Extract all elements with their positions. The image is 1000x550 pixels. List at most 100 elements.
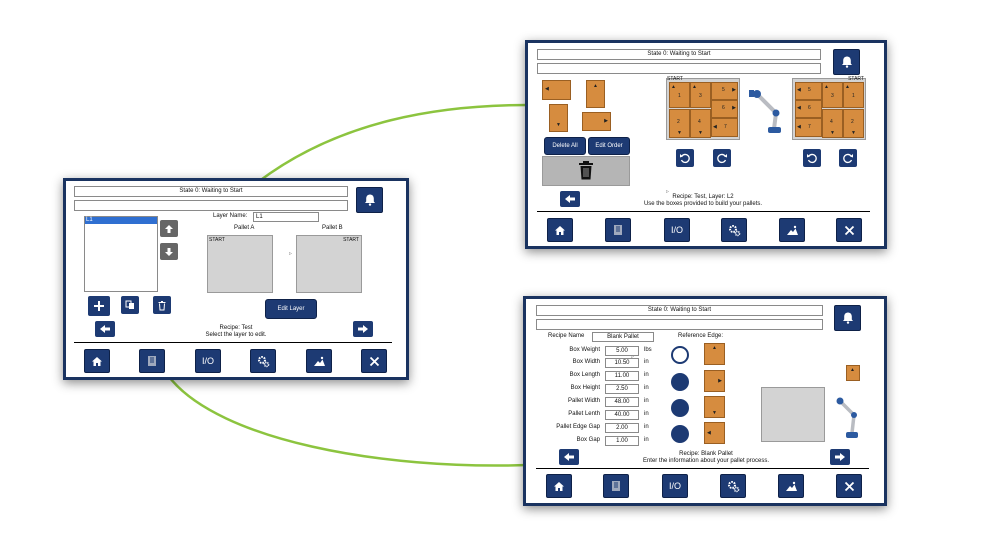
manual-button[interactable] bbox=[603, 474, 629, 498]
pallet-a-area[interactable]: START ▲1 ▲3 5▶ 6▶ 2▼ 4▼ ◀7 bbox=[666, 76, 740, 140]
manual-button[interactable] bbox=[605, 218, 631, 242]
settings-button[interactable] bbox=[720, 474, 746, 498]
field-unit: in bbox=[644, 411, 649, 417]
bell-icon bbox=[842, 312, 853, 324]
recipe-name-field[interactable]: Blank Pallet bbox=[592, 332, 654, 342]
pallet-box[interactable]: 6▶ bbox=[711, 100, 738, 118]
field-input[interactable]: 48.00 bbox=[605, 397, 639, 407]
pallet-box[interactable]: ◀5 bbox=[795, 82, 822, 100]
field-label: Pallet Lenth bbox=[568, 411, 600, 417]
copy-layer-button[interactable] bbox=[121, 296, 139, 314]
pallet-box[interactable]: 4▼ bbox=[690, 109, 711, 138]
reference-edge-radio-right[interactable] bbox=[671, 373, 689, 391]
pallet-box[interactable]: ◀6 bbox=[795, 100, 822, 118]
connector-to-bottom-panel bbox=[169, 377, 529, 467]
alarm-button[interactable] bbox=[356, 187, 383, 213]
close-button[interactable] bbox=[361, 349, 387, 373]
field-input[interactable]: 1.00 bbox=[605, 436, 639, 446]
pallet-b-label: Pallet B bbox=[322, 225, 343, 231]
pallet-b-area[interactable]: START bbox=[296, 235, 362, 293]
home-button[interactable] bbox=[547, 218, 573, 242]
cursor-mark: ▹ bbox=[631, 354, 635, 360]
pallet-box[interactable]: ◀7 bbox=[711, 118, 738, 137]
add-layer-button[interactable] bbox=[88, 296, 110, 316]
delete-layer-button[interactable] bbox=[153, 296, 171, 314]
nav-bar bbox=[536, 468, 869, 499]
pallet-box[interactable]: 5▶ bbox=[711, 82, 738, 100]
rotate-right-a-button[interactable] bbox=[713, 149, 731, 167]
move-up-button[interactable] bbox=[160, 220, 178, 237]
rotate-left-a-button[interactable] bbox=[676, 149, 694, 167]
pallet-box[interactable]: 2▼ bbox=[669, 109, 690, 138]
box-number: 5 bbox=[722, 87, 725, 93]
back-button[interactable] bbox=[95, 321, 115, 337]
gears-icon bbox=[257, 355, 269, 367]
message-bar bbox=[74, 200, 348, 211]
alarm-button[interactable] bbox=[833, 49, 860, 75]
layer-list-item[interactable]: L1 bbox=[85, 217, 157, 224]
pallet-box[interactable]: ▲3 bbox=[822, 82, 843, 108]
layer-name-field[interactable]: L1 bbox=[253, 212, 319, 222]
source-box[interactable]: ▲ bbox=[586, 80, 605, 108]
close-button[interactable] bbox=[836, 474, 862, 498]
arrow-left-icon bbox=[565, 195, 575, 203]
io-button[interactable]: I/O bbox=[195, 349, 221, 373]
edit-layer-button[interactable]: Edit Layer bbox=[265, 299, 317, 319]
user-button[interactable] bbox=[306, 349, 332, 373]
settings-button[interactable] bbox=[721, 218, 747, 242]
io-button[interactable]: I/O bbox=[664, 218, 690, 242]
reference-edge-box-right: ▶ bbox=[704, 370, 725, 392]
move-down-button[interactable] bbox=[160, 243, 178, 260]
recipe-setup-panel: State 0: Waiting to Start Recipe Name Bl… bbox=[523, 296, 887, 506]
field-input[interactable]: 40.00 bbox=[605, 410, 639, 420]
pallet-a-start-label: START bbox=[667, 76, 683, 82]
alarm-button[interactable] bbox=[834, 305, 861, 331]
robot-arm-icon bbox=[836, 397, 858, 438]
rotate-right-icon bbox=[717, 153, 727, 164]
field-input[interactable]: 2.50 bbox=[605, 384, 639, 394]
delete-all-button[interactable]: Delete All bbox=[544, 137, 586, 155]
back-button[interactable] bbox=[560, 191, 580, 207]
io-text: I/O bbox=[201, 356, 214, 366]
pallet-a-area[interactable]: START bbox=[207, 235, 273, 293]
user-button[interactable] bbox=[778, 474, 804, 498]
field-input[interactable]: 10.50 bbox=[605, 358, 639, 368]
source-box[interactable]: ◀ bbox=[542, 80, 571, 100]
source-box[interactable]: ▼ bbox=[549, 104, 568, 132]
pallet-box[interactable]: 2▼ bbox=[843, 109, 864, 138]
box-number: 6 bbox=[808, 105, 811, 111]
user-icon bbox=[313, 356, 325, 366]
pallet-box[interactable]: ▲1 bbox=[843, 82, 864, 108]
settings-button[interactable] bbox=[250, 349, 276, 373]
pallet-box[interactable]: ◀7 bbox=[795, 118, 822, 137]
box-arrow-mark: ▼ bbox=[830, 130, 835, 136]
user-button[interactable] bbox=[779, 218, 805, 242]
layer-list[interactable]: L1 bbox=[84, 216, 158, 292]
field-input[interactable]: 11.00 bbox=[605, 371, 639, 381]
next-button[interactable] bbox=[353, 321, 373, 337]
pallet-b-area[interactable]: START ◀5 ▲3 ▲1 ◀6 ◀7 4▼ 2▼ bbox=[792, 76, 866, 140]
reference-edge-radio-bottom[interactable] bbox=[671, 399, 689, 417]
reference-edge-label: Reference Edge: bbox=[678, 333, 724, 339]
pallet-box[interactable]: ▲3 bbox=[690, 82, 711, 108]
box-arrow-mark: ◀ bbox=[707, 430, 711, 436]
trash-drop-zone[interactable] bbox=[542, 156, 630, 186]
back-button[interactable] bbox=[559, 449, 579, 465]
field-input[interactable]: 5.00 bbox=[605, 346, 639, 356]
home-button[interactable] bbox=[84, 349, 110, 373]
rotate-left-b-button[interactable] bbox=[803, 149, 821, 167]
close-button[interactable] bbox=[836, 218, 862, 242]
next-button[interactable] bbox=[830, 449, 850, 465]
reference-edge-radio-top[interactable] bbox=[671, 346, 689, 364]
home-button[interactable] bbox=[546, 474, 572, 498]
io-button[interactable]: I/O bbox=[662, 474, 688, 498]
field-input[interactable]: 2.00 bbox=[605, 423, 639, 433]
edit-order-button[interactable]: Edit Order bbox=[588, 137, 630, 155]
pallet-box[interactable]: 4▼ bbox=[822, 109, 843, 138]
pallet-box[interactable]: ▲1 bbox=[669, 82, 690, 108]
reference-edge-radio-left[interactable] bbox=[671, 425, 689, 443]
manual-button[interactable] bbox=[139, 349, 165, 373]
rotate-right-b-button[interactable] bbox=[839, 149, 857, 167]
source-box[interactable]: ▶ bbox=[582, 112, 611, 131]
